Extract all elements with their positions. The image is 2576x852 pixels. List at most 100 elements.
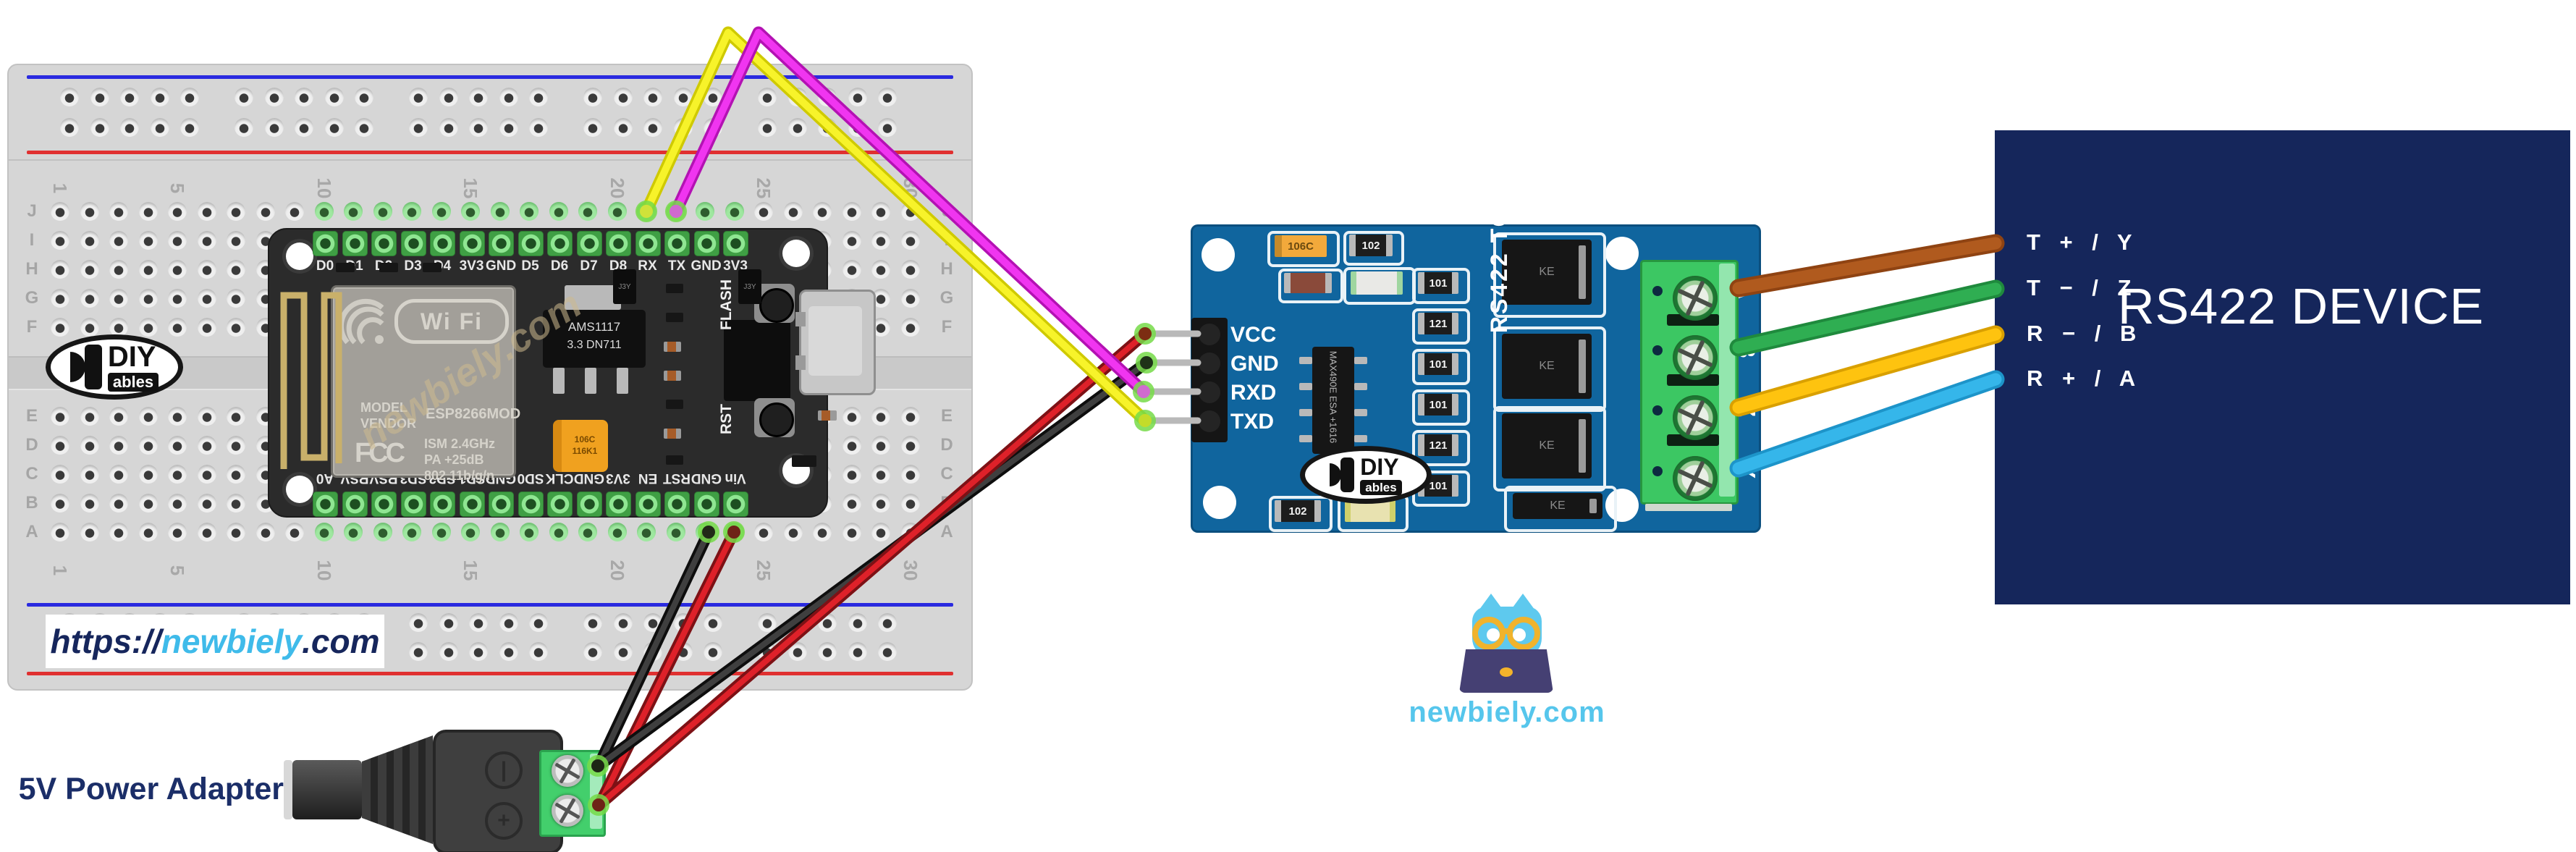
grid-hole: [197, 289, 216, 308]
rail-hole: [848, 613, 867, 632]
grid-hole: [696, 523, 714, 541]
rail-hole: [848, 118, 867, 137]
module-resistor: 101: [1418, 353, 1458, 375]
fcc-logo: FCC: [355, 438, 405, 468]
pin-label-bottom: Vin: [725, 471, 746, 486]
shield-ism: ISM 2.4GHz: [424, 436, 496, 451]
grid-hole: [138, 260, 158, 279]
module-mounting-hole: [1202, 238, 1235, 271]
grid-hole: [80, 318, 99, 337]
site-name: newbiely.com: [1409, 696, 1605, 728]
laptop-logo-dot: [1500, 667, 1513, 677]
grid-hole: [197, 260, 216, 279]
module-capacitor: 106C: [1275, 235, 1327, 257]
grid-hole: [80, 202, 99, 221]
grid-hole: [871, 436, 890, 455]
rail-hole: [409, 88, 428, 106]
grid-hole: [51, 231, 69, 250]
grid-hole: [51, 260, 69, 279]
rail-hole: [90, 88, 109, 106]
rail-hole: [878, 88, 897, 106]
pin-pad-bottom: [400, 492, 426, 517]
regulator-text: 3.3 DN711: [567, 339, 622, 351]
grid-hole: [168, 407, 187, 426]
grid-hole: [80, 289, 99, 308]
pin-label-bottom: EN: [638, 471, 657, 486]
rail-hole: [848, 88, 867, 106]
pin-pad-top: [459, 231, 485, 256]
rail-hole: [787, 88, 807, 106]
rail-hole: [643, 613, 662, 632]
module-pin-label: TXD: [1230, 410, 1274, 434]
rail-hole: [818, 88, 837, 106]
flash-button[interactable]: [759, 288, 794, 323]
grid-hole: [197, 318, 216, 337]
rail-hole: [818, 642, 837, 661]
column-number: 5: [166, 565, 188, 576]
dot-module-rxd: [1137, 385, 1150, 398]
rail-hole: [787, 642, 807, 661]
row-letter: H: [940, 259, 953, 279]
wire-module-a-to-device-core: [1732, 237, 2002, 295]
terminal-screw-z[interactable]: [1673, 395, 1718, 440]
device-port-label: T − / Z: [2027, 275, 2134, 300]
grid-hole: [227, 436, 245, 455]
grid-hole: [842, 407, 861, 426]
grid-hole: [138, 289, 158, 308]
module-mounting-hole: [1605, 237, 1639, 270]
terminal-screw-b[interactable]: [1673, 335, 1718, 380]
terminal-screw-a[interactable]: [1673, 276, 1718, 321]
rail-hole: [529, 642, 548, 661]
rail-hole: [529, 613, 548, 632]
url-label: https://newbiely.com: [46, 615, 384, 668]
jack-screw-plus[interactable]: [552, 795, 583, 827]
grid-hole: [80, 407, 99, 426]
grid-hole: [168, 260, 187, 279]
jack-screw-minus[interactable]: [552, 755, 583, 787]
pin-pad-top: [606, 231, 631, 256]
grid-hole: [871, 407, 890, 426]
rail-hole: [355, 88, 373, 106]
grid-hole: [51, 289, 69, 308]
diode-outline: [1504, 486, 1617, 532]
grid-hole: [227, 318, 245, 337]
max490-chip: MAX490E ESA +1616: [1299, 347, 1367, 454]
rail-hole: [295, 118, 313, 137]
grid-hole: [373, 202, 392, 221]
column-number: 25: [753, 177, 774, 199]
row-letter: D: [25, 435, 38, 455]
rst-button[interactable]: [759, 402, 794, 437]
module-resistor: 102: [1275, 500, 1321, 522]
grid-hole: [900, 465, 920, 484]
grid-hole: [813, 523, 832, 541]
j3y-transistor: J3Y: [738, 269, 761, 304]
screw-terminal-block: [1640, 260, 1739, 511]
grid-hole: [754, 202, 773, 221]
row-letter: C: [940, 464, 953, 484]
column-number: 30: [899, 560, 921, 581]
grid-hole: [109, 523, 128, 541]
row-letter: J: [942, 201, 952, 221]
dc-jack-barrel: [292, 760, 362, 819]
pin-pad-top: [547, 231, 573, 256]
rst-button-label: RST: [718, 404, 735, 434]
column-number: 10: [313, 177, 335, 199]
terminal-screw-y[interactable]: [1673, 456, 1718, 501]
rail-hole: [758, 613, 777, 632]
column-number: 1: [49, 565, 71, 576]
column-number: 30: [899, 177, 921, 199]
mounting-hole: [286, 476, 313, 503]
grid-hole: [51, 407, 69, 426]
grid-hole: [578, 523, 597, 541]
grid-hole: [197, 407, 216, 426]
grid-hole: [871, 202, 890, 221]
flash-button-label: FLASH: [718, 279, 735, 330]
dot-module-gnd: [1140, 356, 1153, 369]
micro-usb-connector[interactable]: [795, 290, 876, 395]
grid-hole: [842, 202, 861, 221]
transient-diode: KE: [1502, 413, 1592, 478]
grid-hole: [168, 523, 187, 541]
grid-hole: [285, 202, 304, 221]
grid-hole: [314, 202, 334, 221]
